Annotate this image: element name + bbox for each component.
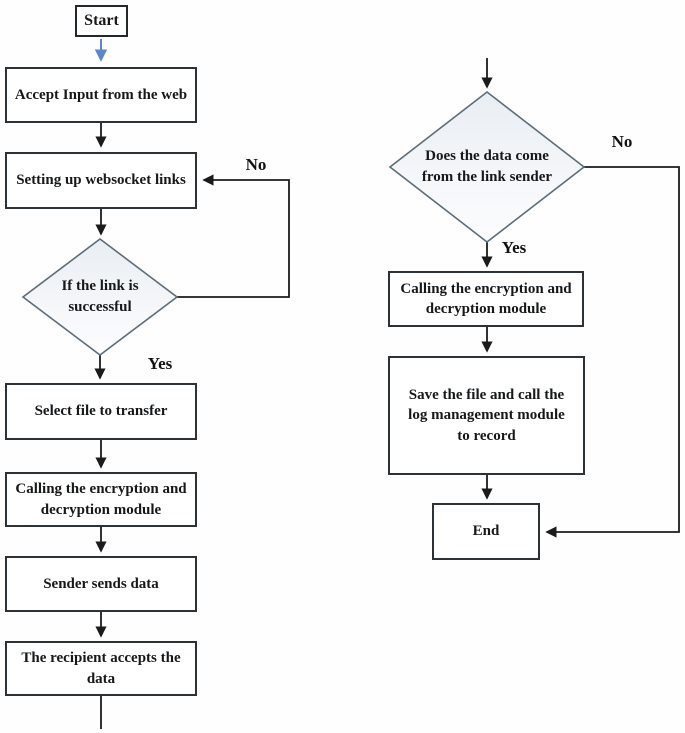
node-setup-websocket-label: Setting up websocket links bbox=[16, 172, 186, 189]
node-link-successful-label: If the link is successful bbox=[61, 278, 139, 315]
node-end-label: End bbox=[472, 523, 500, 540]
decision-link-successful-shape bbox=[21, 237, 179, 357]
node-start-label: Start bbox=[84, 12, 119, 30]
node-left-call-encryption: Calling the encryption and decryption mo… bbox=[5, 472, 197, 527]
edge-label-right-no: No bbox=[611, 132, 633, 151]
edge-decision2-no-to-end bbox=[545, 166, 680, 538]
node-recipient-accepts: The recipient accepts the data bbox=[5, 641, 197, 696]
node-link-successful: If the link is successful bbox=[38, 268, 162, 326]
node-right-call-encryption-label: Calling the encryption and decryption mo… bbox=[400, 280, 572, 317]
node-accept-input-label: Accept Input from the web bbox=[14, 86, 188, 103]
node-setup-websocket: Setting up websocket links bbox=[5, 152, 197, 209]
node-right-call-encryption: Calling the encryption and decryption mo… bbox=[388, 271, 584, 327]
node-select-file-label: Select file to transfer bbox=[34, 403, 168, 420]
edge-decision-no-loop bbox=[177, 174, 290, 298]
node-sender-sends: Sender sends data bbox=[5, 556, 197, 612]
edge-label-left-no: No bbox=[245, 155, 267, 174]
edge-label-left-yes: Yes bbox=[147, 354, 173, 373]
node-data-from-sender-label: Does the data come from the link sender bbox=[421, 148, 553, 185]
node-start: Start bbox=[75, 5, 128, 37]
node-recipient-accepts-label: The recipient accepts the data bbox=[21, 650, 181, 687]
node-sender-sends-label: Sender sends data bbox=[43, 575, 159, 592]
node-end: End bbox=[432, 503, 540, 560]
node-left-call-encryption-label: Calling the encryption and decryption mo… bbox=[15, 481, 187, 518]
node-data-from-sender: Does the data come from the link sender bbox=[409, 138, 565, 196]
node-accept-input: Accept Input from the web bbox=[5, 67, 197, 123]
node-select-file: Select file to transfer bbox=[5, 383, 197, 440]
node-save-file-label: Save the file and call the log managemen… bbox=[408, 387, 565, 444]
decision-data-from-sender-shape bbox=[388, 90, 586, 244]
node-save-file: Save the file and call the log managemen… bbox=[388, 356, 585, 475]
edge-label-right-yes: Yes bbox=[501, 238, 527, 257]
